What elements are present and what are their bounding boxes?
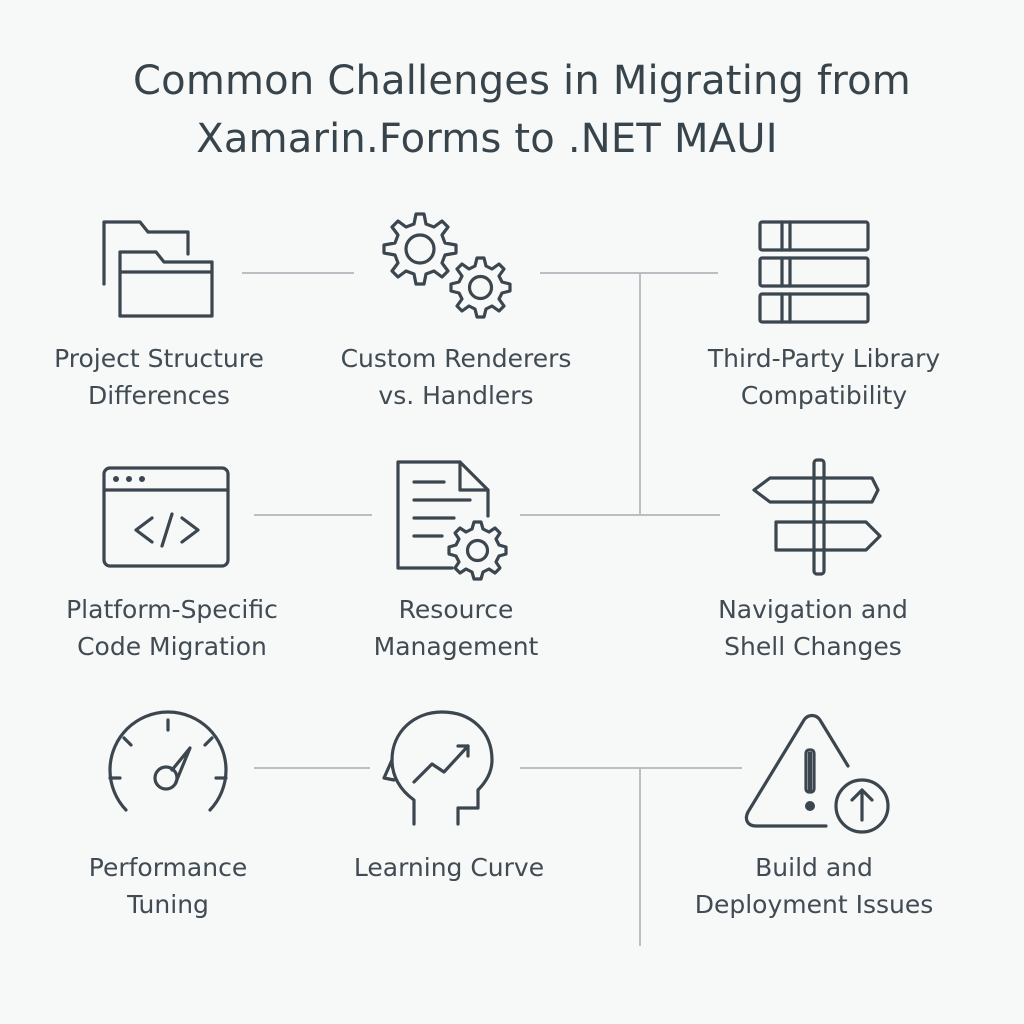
title-line-2: Xamarin.Forms to .NET MAUI [196, 116, 778, 162]
label-performance-tuning: Performance Tuning [18, 849, 318, 923]
label-custom-renderers-vs-handlers: Custom Renderers vs. Handlers [306, 340, 606, 414]
head-graph-icon [382, 710, 494, 826]
label-line-2: Shell Changes [724, 632, 902, 661]
label-line-2: Compatibility [740, 381, 908, 410]
label-line-2: Tuning [127, 890, 209, 919]
label-resource-management: Resource Management [306, 591, 606, 665]
document-gear-icon [396, 460, 508, 581]
label-line-2: Management [373, 632, 539, 661]
folders-icon [102, 220, 214, 318]
label-line-1: Resource [398, 595, 514, 624]
label-platform-specific-code-migration: Platform-Specific Code Migration [22, 591, 322, 665]
speedometer-icon [108, 710, 228, 812]
label-navigation-and-shell-changes: Navigation and Shell Changes [663, 591, 963, 665]
label-project-structure-differences: Project Structure Differences [9, 340, 309, 414]
label-line-1: Platform-Specific [66, 595, 278, 624]
label-build-and-deployment-issues: Build and Deployment Issues [664, 849, 964, 923]
signpost-icon [752, 458, 882, 576]
library-stack-icon [758, 220, 870, 324]
label-line-1: Learning Curve [353, 853, 545, 882]
label-line-2: Differences [88, 381, 230, 410]
label-line-1: Performance [88, 853, 248, 882]
code-window-icon [102, 466, 230, 568]
gears-icon [382, 212, 512, 319]
title-line-1: Common Challenges in Migrating from [133, 58, 911, 104]
label-line-1: Third-Party Library [707, 344, 941, 373]
label-line-2: Deployment Issues [694, 890, 934, 919]
label-line-1: Project Structure [54, 344, 264, 373]
label-learning-curve: Learning Curve [299, 849, 599, 886]
label-line-1: Navigation and [718, 595, 908, 624]
label-third-party-library-compatibility: Third-Party Library Compatibility [674, 340, 974, 414]
warning-upload-icon [744, 713, 890, 834]
label-line-1: Custom Renderers [340, 344, 572, 373]
label-line-2: vs. Handlers [378, 381, 534, 410]
label-line-2: Code Migration [77, 632, 267, 661]
label-line-1: Build and [755, 853, 873, 882]
